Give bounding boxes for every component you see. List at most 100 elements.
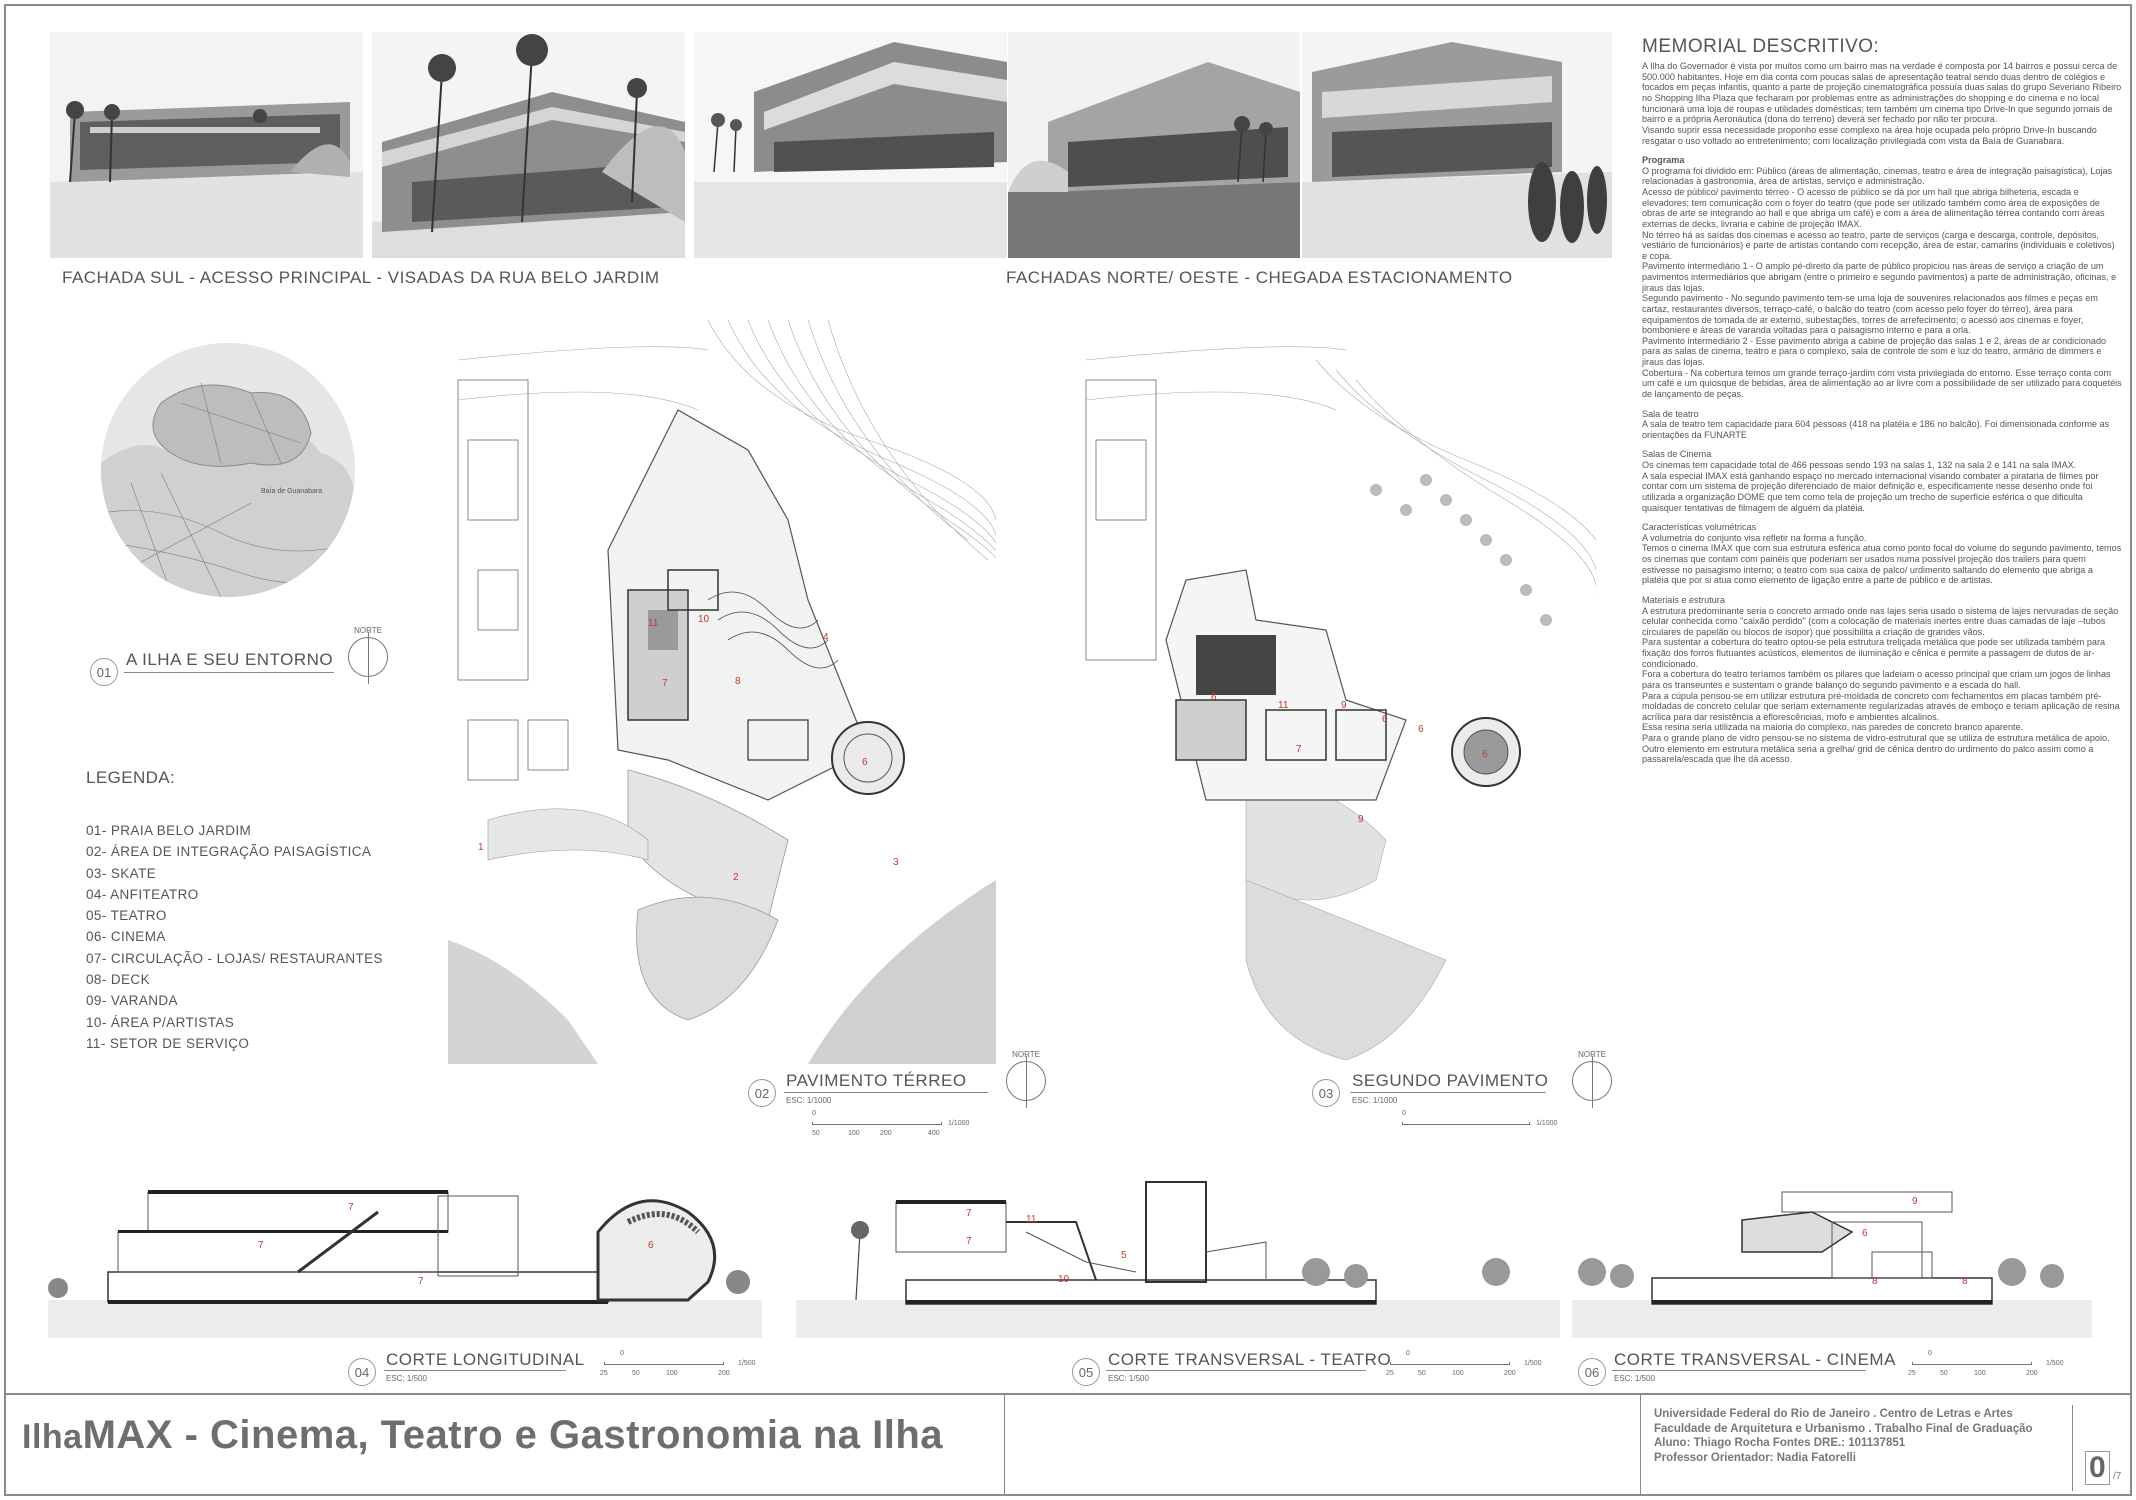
plan-ground-barscale: 0 50 100 200 400 1/1000 [812, 1110, 969, 1142]
legend-list: 01- PRAIA BELO JARDIM 02- ÁREA DE INTEGR… [86, 820, 383, 1054]
plan-second-number: 03 [1312, 1079, 1340, 1107]
section-transversal-teatro: 7 11 7 5 10 [796, 1172, 1560, 1338]
barscale-tick: 25 [1386, 1370, 1394, 1377]
barscale-tick: 50 [812, 1130, 820, 1137]
programa-2: Acesso de público/ pavimento térreo - O … [1642, 187, 2105, 229]
barscale-line [1402, 1122, 1530, 1125]
section-theatre-title: CORTE TRANSVERSAL - TEATRO [1108, 1350, 1392, 1369]
programa-7: Cobertura - Na cobertura temos um grande… [1642, 367, 2122, 399]
section-cinema-tag-8b: 8 [1962, 1276, 1968, 1287]
section-transversal-cinema: 9 6 8 8 [1572, 1172, 2092, 1338]
barscale-tick: 25 [1908, 1370, 1916, 1377]
barscale-tick: 100 [848, 1130, 860, 1137]
programa-4: Pavimento intermediário 1 - O amplo pé-d… [1642, 261, 2117, 293]
plan-second-underline [1350, 1092, 1546, 1093]
plan-ground-number: 02 [748, 1079, 776, 1107]
map-label-underline [124, 672, 334, 673]
academic-info: Universidade Federal do Rio de Janeiro .… [1654, 1407, 2033, 1465]
page-total: /7 [2113, 1471, 2122, 1482]
plan-second-barscale: 0 1/1000 [1402, 1110, 1562, 1142]
map-label-number: 01 [90, 658, 118, 686]
plan-second-scale: ESC: 1/1000 [1352, 1096, 1398, 1105]
plan-second-floor: 6 6 6 7 9 9 11 6 [1046, 320, 1596, 1064]
render-south-2 [372, 32, 685, 258]
plan-second-north: NORTE [1570, 1050, 1614, 1108]
project-title-prefix: Ilha [22, 1418, 83, 1456]
barscale-tick: 100 [1974, 1370, 1986, 1377]
plan-ground-tag-3: 3 [893, 857, 899, 868]
north-label: NORTE [1012, 1050, 1040, 1059]
title-block-divider [1004, 1395, 1005, 1496]
section-cinema-underline [1612, 1370, 1866, 1371]
plan-ground-title: PAVIMENTO TÉRREO [786, 1071, 967, 1090]
north-label: NORTE [1578, 1050, 1606, 1059]
plan-second-tag-6b: 6 [1382, 714, 1388, 725]
teatro-1: A sala de teatro tem capacidade para 604… [1642, 419, 2110, 440]
section-cinema-barscale: 0 25 50 100 200 1/500 [1908, 1350, 2078, 1380]
section-long-tag-7b: 7 [258, 1240, 264, 1251]
section-longitudinal: 7 7 7 6 [48, 1172, 762, 1338]
barscale-line [812, 1122, 942, 1125]
plan-ground-tag-2: 2 [733, 872, 739, 883]
legend-item: 03- SKATE [86, 865, 157, 881]
barscale-ratio: 1/1000 [1536, 1120, 1558, 1127]
plan-ground-tag-1: 1 [478, 842, 484, 853]
plan-ground-floor: 1 2 3 4 6 8 10 11 7 [448, 320, 996, 1064]
barscale-tick: 100 [666, 1370, 678, 1377]
programa-3: No térreo há as saídas dos cinemas e ace… [1642, 229, 2115, 261]
section-long-scale: ESC: 1/500 [386, 1374, 427, 1383]
programa-1: O programa foi dividido em: Público (áre… [1642, 165, 2113, 187]
barscale-tick: 200 [2026, 1370, 2038, 1377]
plan-ground-tag-6: 6 [862, 757, 868, 768]
memorial-intro-1: A Ilha do Governador é vista por muitos … [1642, 61, 2122, 125]
section-theatre-underline [1106, 1370, 1366, 1371]
caption-south-facade: FACHADA SUL - ACESSO PRINCIPAL - VISADAS… [62, 268, 660, 287]
legend-item: 01- PRAIA BELO JARDIM [86, 823, 252, 838]
programa-title: Programa [1642, 155, 1685, 166]
barscale-tick: 50 [1418, 1370, 1426, 1377]
materiais-5: Essa resina seria utilizada na maioria d… [1642, 722, 2024, 733]
plan-second-tag-9a: 9 [1341, 700, 1347, 711]
barscale-tick: 200 [718, 1370, 730, 1377]
section-cinema-tag-9: 9 [1912, 1196, 1918, 1207]
plan-second-tag-6d: 6 [1482, 749, 1488, 760]
plan-ground-north: NORTE [1004, 1050, 1048, 1108]
barscale-line [1912, 1362, 2032, 1365]
barscale-tick: 0 [620, 1350, 624, 1357]
plan-second-tag-11: 11 [1278, 700, 1289, 711]
section-theatre-number: 05 [1072, 1358, 1100, 1386]
render-south-1 [50, 32, 363, 258]
barscale-tick: 200 [1504, 1370, 1516, 1377]
barscale-line [604, 1362, 724, 1365]
section-long-number: 04 [348, 1358, 376, 1386]
legend-item: 07- CIRCULAÇÃO - LOJAS/ RESTAURANTES [86, 950, 383, 966]
barscale-tick: 100 [1452, 1370, 1464, 1377]
caption-north-facade: FACHADAS NORTE/ OESTE - CHEGADA ESTACION… [1006, 268, 1513, 287]
title-block: IlhaMAX - Cinema, Teatro e Gastronomia n… [4, 1393, 2132, 1496]
section-theatre-tag-10: 10 [1058, 1274, 1070, 1285]
legend-item: 04- ANFITEATRO [86, 886, 199, 902]
barscale-tick: 50 [1940, 1370, 1948, 1377]
section-long-title: CORTE LONGITUDINAL [386, 1350, 585, 1369]
materiais-7: Outro elemento em estrutura metálica ser… [1642, 743, 2094, 765]
render-north-2 [1302, 32, 1612, 258]
north-arrow-icon [348, 632, 388, 684]
academic-info-line: Aluno: Thiago Rocha Fontes DRE.: 1011378… [1654, 1437, 1906, 1449]
plan-ground-underline [784, 1092, 988, 1093]
map-label-title: A ILHA E SEU ENTORNO [126, 650, 334, 669]
section-theatre-barscale: 0 25 50 100 200 1/500 [1386, 1350, 1556, 1380]
cinema-title: Salas de Cinema [1642, 449, 1712, 460]
project-title-main: MAX - Cinema, Teatro e Gastronomia na Il… [82, 1413, 944, 1457]
page-number: 0 [2085, 1451, 2110, 1485]
legend-title: LEGENDA: [86, 768, 176, 787]
barscale-line [1390, 1362, 1510, 1365]
plan-ground-tag-7: 7 [662, 678, 668, 689]
barscale-tick: 200 [880, 1130, 892, 1137]
programa-6: Pavimento intermediário 2 - Esse pavimen… [1642, 335, 2107, 368]
plan-second-tag-7: 7 [1296, 744, 1302, 755]
materiais-1: A estrutura predominante seria o concret… [1642, 605, 2119, 637]
academic-info-line: Universidade Federal do Rio de Janeiro .… [1654, 1408, 2013, 1420]
barscale-tick: 400 [928, 1130, 940, 1137]
plan-second-tag-6c: 6 [1418, 724, 1424, 735]
barscale-tick: 0 [812, 1110, 816, 1117]
